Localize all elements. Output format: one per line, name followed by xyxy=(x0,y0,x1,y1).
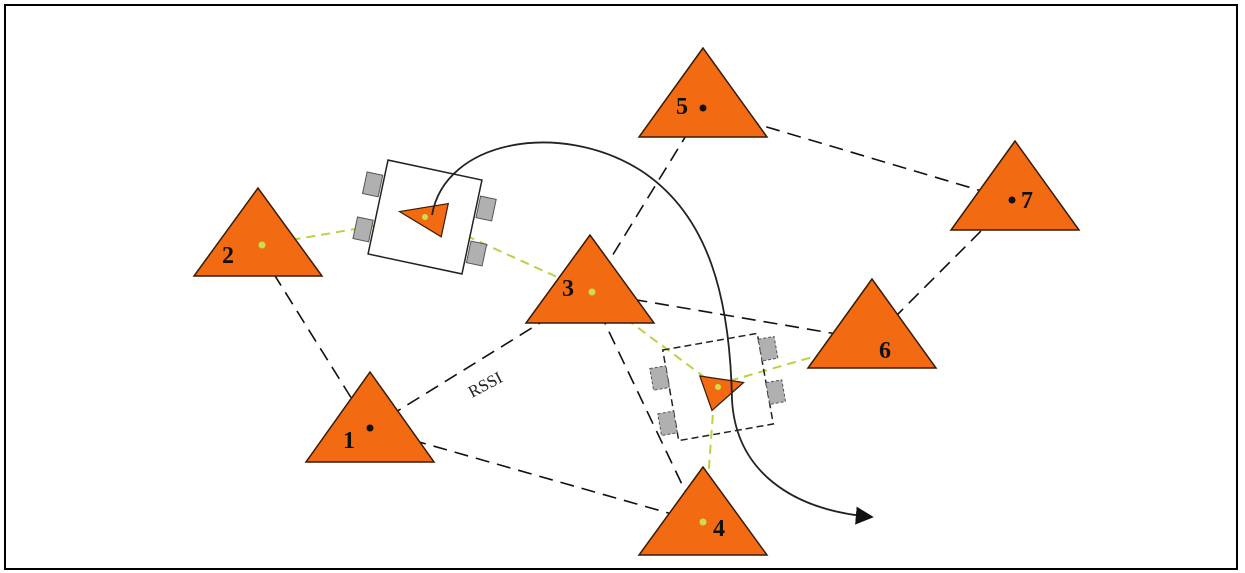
node-label-6: 6 xyxy=(879,338,891,364)
robot-wheel xyxy=(475,195,497,222)
link-3-4 xyxy=(589,291,701,523)
anchor-node-3 xyxy=(524,233,656,324)
node-label-5: 5 xyxy=(676,94,688,120)
link-2-1 xyxy=(261,254,371,429)
node-label-3: 3 xyxy=(562,276,574,302)
node-label-4: 4 xyxy=(713,516,725,542)
anchor-nodes xyxy=(192,46,1081,556)
robot-center-dot xyxy=(715,384,721,390)
node-center-dot xyxy=(699,518,707,526)
robot-path xyxy=(261,216,873,523)
anchor-node-5 xyxy=(637,46,769,138)
node-label-7: 7 xyxy=(1021,188,1033,214)
node-centers xyxy=(258,104,1016,526)
anchor-node-2 xyxy=(192,186,324,277)
anchor-node-1 xyxy=(304,370,436,463)
diagram-frame xyxy=(4,4,1238,570)
mobile-robot-end xyxy=(649,332,787,442)
anchor-node-4 xyxy=(637,465,769,556)
robot-center-dot xyxy=(422,214,428,220)
anchor-node-7 xyxy=(949,139,1081,231)
node-label-2: 2 xyxy=(222,243,234,269)
mobile-robot-start xyxy=(352,159,497,275)
robot-wheel xyxy=(465,240,488,267)
node-label-1: 1 xyxy=(343,428,355,454)
robot-wheel xyxy=(361,171,384,198)
node-center-dot xyxy=(366,424,374,432)
robot-heading-triangle xyxy=(698,375,745,412)
robot-path-3-robot xyxy=(589,291,716,386)
node-center-dot xyxy=(258,241,266,249)
link-1-4 xyxy=(369,427,701,523)
robot-heading-triangle xyxy=(397,202,450,238)
rssi-label: RSSI xyxy=(465,368,506,402)
robot-wheel xyxy=(765,379,787,405)
anchor-node-6 xyxy=(806,277,938,369)
node-center-dot xyxy=(1008,196,1016,204)
trajectory-arrow xyxy=(431,141,874,525)
robot-wheel xyxy=(757,335,779,362)
robot-wheel xyxy=(657,410,678,437)
node-center-dot xyxy=(699,104,707,112)
robot-wheel xyxy=(352,216,374,243)
robot-wheel xyxy=(649,365,670,391)
node-center-dot xyxy=(588,288,596,296)
